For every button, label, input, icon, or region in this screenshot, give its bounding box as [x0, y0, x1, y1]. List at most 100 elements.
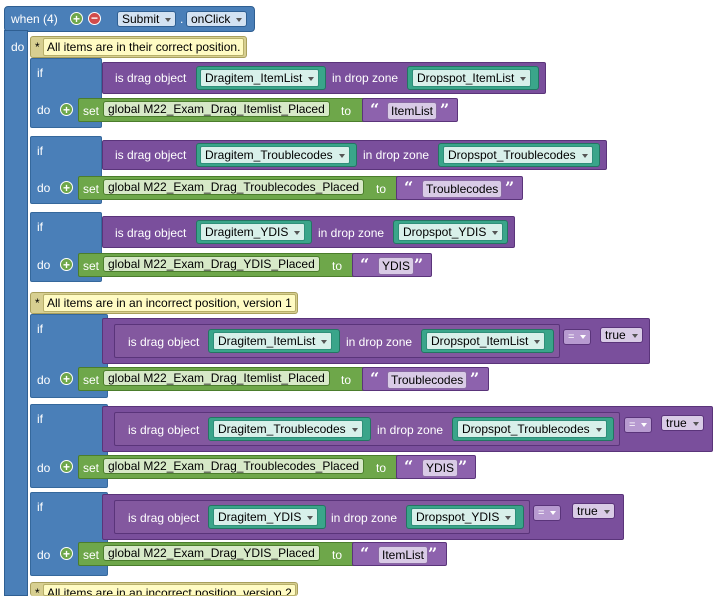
- equals-operator-selector[interactable]: =: [563, 329, 592, 345]
- string-value[interactable]: Troublecodes: [422, 180, 503, 198]
- boolean-selector[interactable]: true: [572, 503, 615, 519]
- string-value[interactable]: YDIS: [378, 257, 415, 275]
- chevron-down-icon: [641, 423, 648, 428]
- if-label: if: [37, 144, 43, 158]
- variable-name: global M22_Exam_Drag_Troublecodes_Placed: [108, 459, 360, 473]
- chevron-down-icon: [308, 76, 315, 81]
- close-quote-icon: ”: [458, 457, 468, 476]
- close-quote-icon: ”: [505, 178, 515, 197]
- drag-object-value: Dragitem_YDIS: [200, 223, 306, 241]
- boolean-selector[interactable]: true: [600, 327, 643, 343]
- boolean-value: true: [577, 504, 598, 518]
- in-drop-zone-label: in drop zone: [332, 71, 399, 85]
- set-label: set: [83, 461, 100, 475]
- variable-name: global M22_Exam_Drag_YDIS_Placed: [108, 546, 315, 560]
- string-value[interactable]: Troublecodes: [387, 371, 468, 389]
- event-block-body: [4, 30, 28, 596]
- add-statement-icon[interactable]: +: [60, 181, 73, 194]
- variable-name: global M22_Exam_Drag_YDIS_Placed: [108, 257, 315, 271]
- to-label: to: [332, 259, 343, 273]
- chevron-down-icon: [505, 515, 512, 520]
- drag-object-name: Dragitem_Troublecodes: [205, 148, 333, 162]
- add-statement-icon[interactable]: +: [60, 547, 73, 560]
- drop-zone-name: Dropspot_YDIS: [416, 510, 500, 524]
- close-quote-icon: ”: [470, 369, 480, 388]
- set-label: set: [83, 548, 100, 562]
- drag-object-value: Dragitem_ItemList: [200, 69, 320, 87]
- chevron-down-icon: [165, 17, 172, 22]
- chevron-down-icon: [692, 421, 699, 426]
- is-drag-object-label: is drag object: [128, 423, 200, 437]
- drop-zone-value: Dropspot_YDIS: [398, 223, 504, 241]
- do-label: do: [37, 103, 51, 117]
- close-quote-icon: ”: [414, 255, 424, 274]
- chevron-down-icon: [595, 427, 602, 432]
- chevron-down-icon: [307, 515, 314, 520]
- drop-zone-value: Dropspot_ItemList: [412, 69, 532, 87]
- if-label: if: [37, 322, 43, 336]
- chevron-down-icon: [550, 511, 557, 516]
- component-selector[interactable]: Submit: [117, 11, 177, 27]
- event-selector[interactable]: onClick: [186, 11, 248, 27]
- comment-text: All items are in an incorrect position, …: [43, 294, 296, 312]
- string-value[interactable]: YDIS: [422, 459, 459, 477]
- chevron-down-icon: [580, 335, 587, 340]
- string-value[interactable]: ItemList: [378, 546, 429, 564]
- in-drop-zone-label: in drop zone: [377, 423, 444, 437]
- do-label: do: [37, 258, 51, 272]
- variable-selector[interactable]: global M22_Exam_Drag_Troublecodes_Placed: [103, 458, 365, 474]
- set-label: set: [83, 182, 100, 196]
- in-drop-zone-label: in drop zone: [331, 511, 398, 525]
- drag-object-name: Dragitem_ItemList: [205, 71, 303, 85]
- variable-selector[interactable]: global M22_Exam_Drag_YDIS_Placed: [103, 256, 320, 272]
- boolean-selector[interactable]: true: [661, 415, 704, 431]
- remove-parameter-icon[interactable]: −: [88, 12, 101, 25]
- is-drag-object-label: is drag object: [128, 335, 200, 349]
- drag-object-name: Dragitem_ItemList: [218, 334, 316, 348]
- add-statement-icon[interactable]: +: [60, 372, 73, 385]
- in-drop-zone-label: in drop zone: [363, 148, 430, 162]
- is-drag-object-label: is drag object: [128, 511, 200, 525]
- equals-operator-selector[interactable]: =: [533, 505, 562, 521]
- do-label: do: [37, 461, 51, 475]
- if-label: if: [37, 412, 43, 426]
- variable-selector[interactable]: global M22_Exam_Drag_Itemlist_Placed: [103, 101, 330, 117]
- variable-selector[interactable]: global M22_Exam_Drag_YDIS_Placed: [103, 545, 320, 561]
- if-label: if: [37, 66, 43, 80]
- string-value[interactable]: ItemList: [387, 102, 438, 120]
- is-drag-object-label: is drag object: [115, 148, 187, 162]
- variable-name: global M22_Exam_Drag_Itemlist_Placed: [108, 102, 325, 116]
- set-label: set: [83, 259, 100, 273]
- to-label: to: [341, 104, 352, 118]
- boolean-value: true: [605, 328, 626, 342]
- add-statement-icon[interactable]: +: [60, 258, 73, 271]
- do-label: do: [37, 373, 51, 387]
- drag-object-value: Dragitem_YDIS: [213, 508, 319, 526]
- equals-operator: =: [538, 507, 545, 519]
- equals-operator-selector[interactable]: =: [624, 417, 653, 433]
- open-quote-icon: “: [370, 100, 380, 119]
- add-parameter-icon[interactable]: +: [70, 12, 83, 25]
- close-quote-icon: ”: [428, 544, 438, 563]
- is-drag-object-label: is drag object: [115, 226, 187, 240]
- chevron-down-icon: [294, 230, 301, 235]
- chevron-down-icon: [534, 339, 541, 344]
- drag-object-value: Dragitem_Troublecodes: [213, 420, 363, 438]
- to-label: to: [376, 182, 387, 196]
- drag-object-name: Dragitem_YDIS: [205, 225, 289, 239]
- open-quote-icon: “: [404, 457, 414, 476]
- event-name: onClick: [191, 12, 231, 26]
- add-statement-icon[interactable]: +: [60, 460, 73, 473]
- chevron-down-icon: [236, 17, 243, 22]
- to-label: to: [341, 373, 352, 387]
- chevron-down-icon: [631, 333, 638, 338]
- in-drop-zone-label: in drop zone: [318, 226, 385, 240]
- do-label: do: [37, 548, 51, 562]
- drop-zone-value: Dropspot_Troublecodes: [443, 146, 593, 164]
- if-label: if: [37, 220, 43, 234]
- is-drag-object-label: is drag object: [115, 71, 187, 85]
- add-statement-icon[interactable]: +: [60, 103, 73, 116]
- variable-selector[interactable]: global M22_Exam_Drag_Itemlist_Placed: [103, 370, 330, 386]
- drop-zone-name: Dropspot_YDIS: [403, 225, 487, 239]
- variable-selector[interactable]: global M22_Exam_Drag_Troublecodes_Placed: [103, 179, 365, 195]
